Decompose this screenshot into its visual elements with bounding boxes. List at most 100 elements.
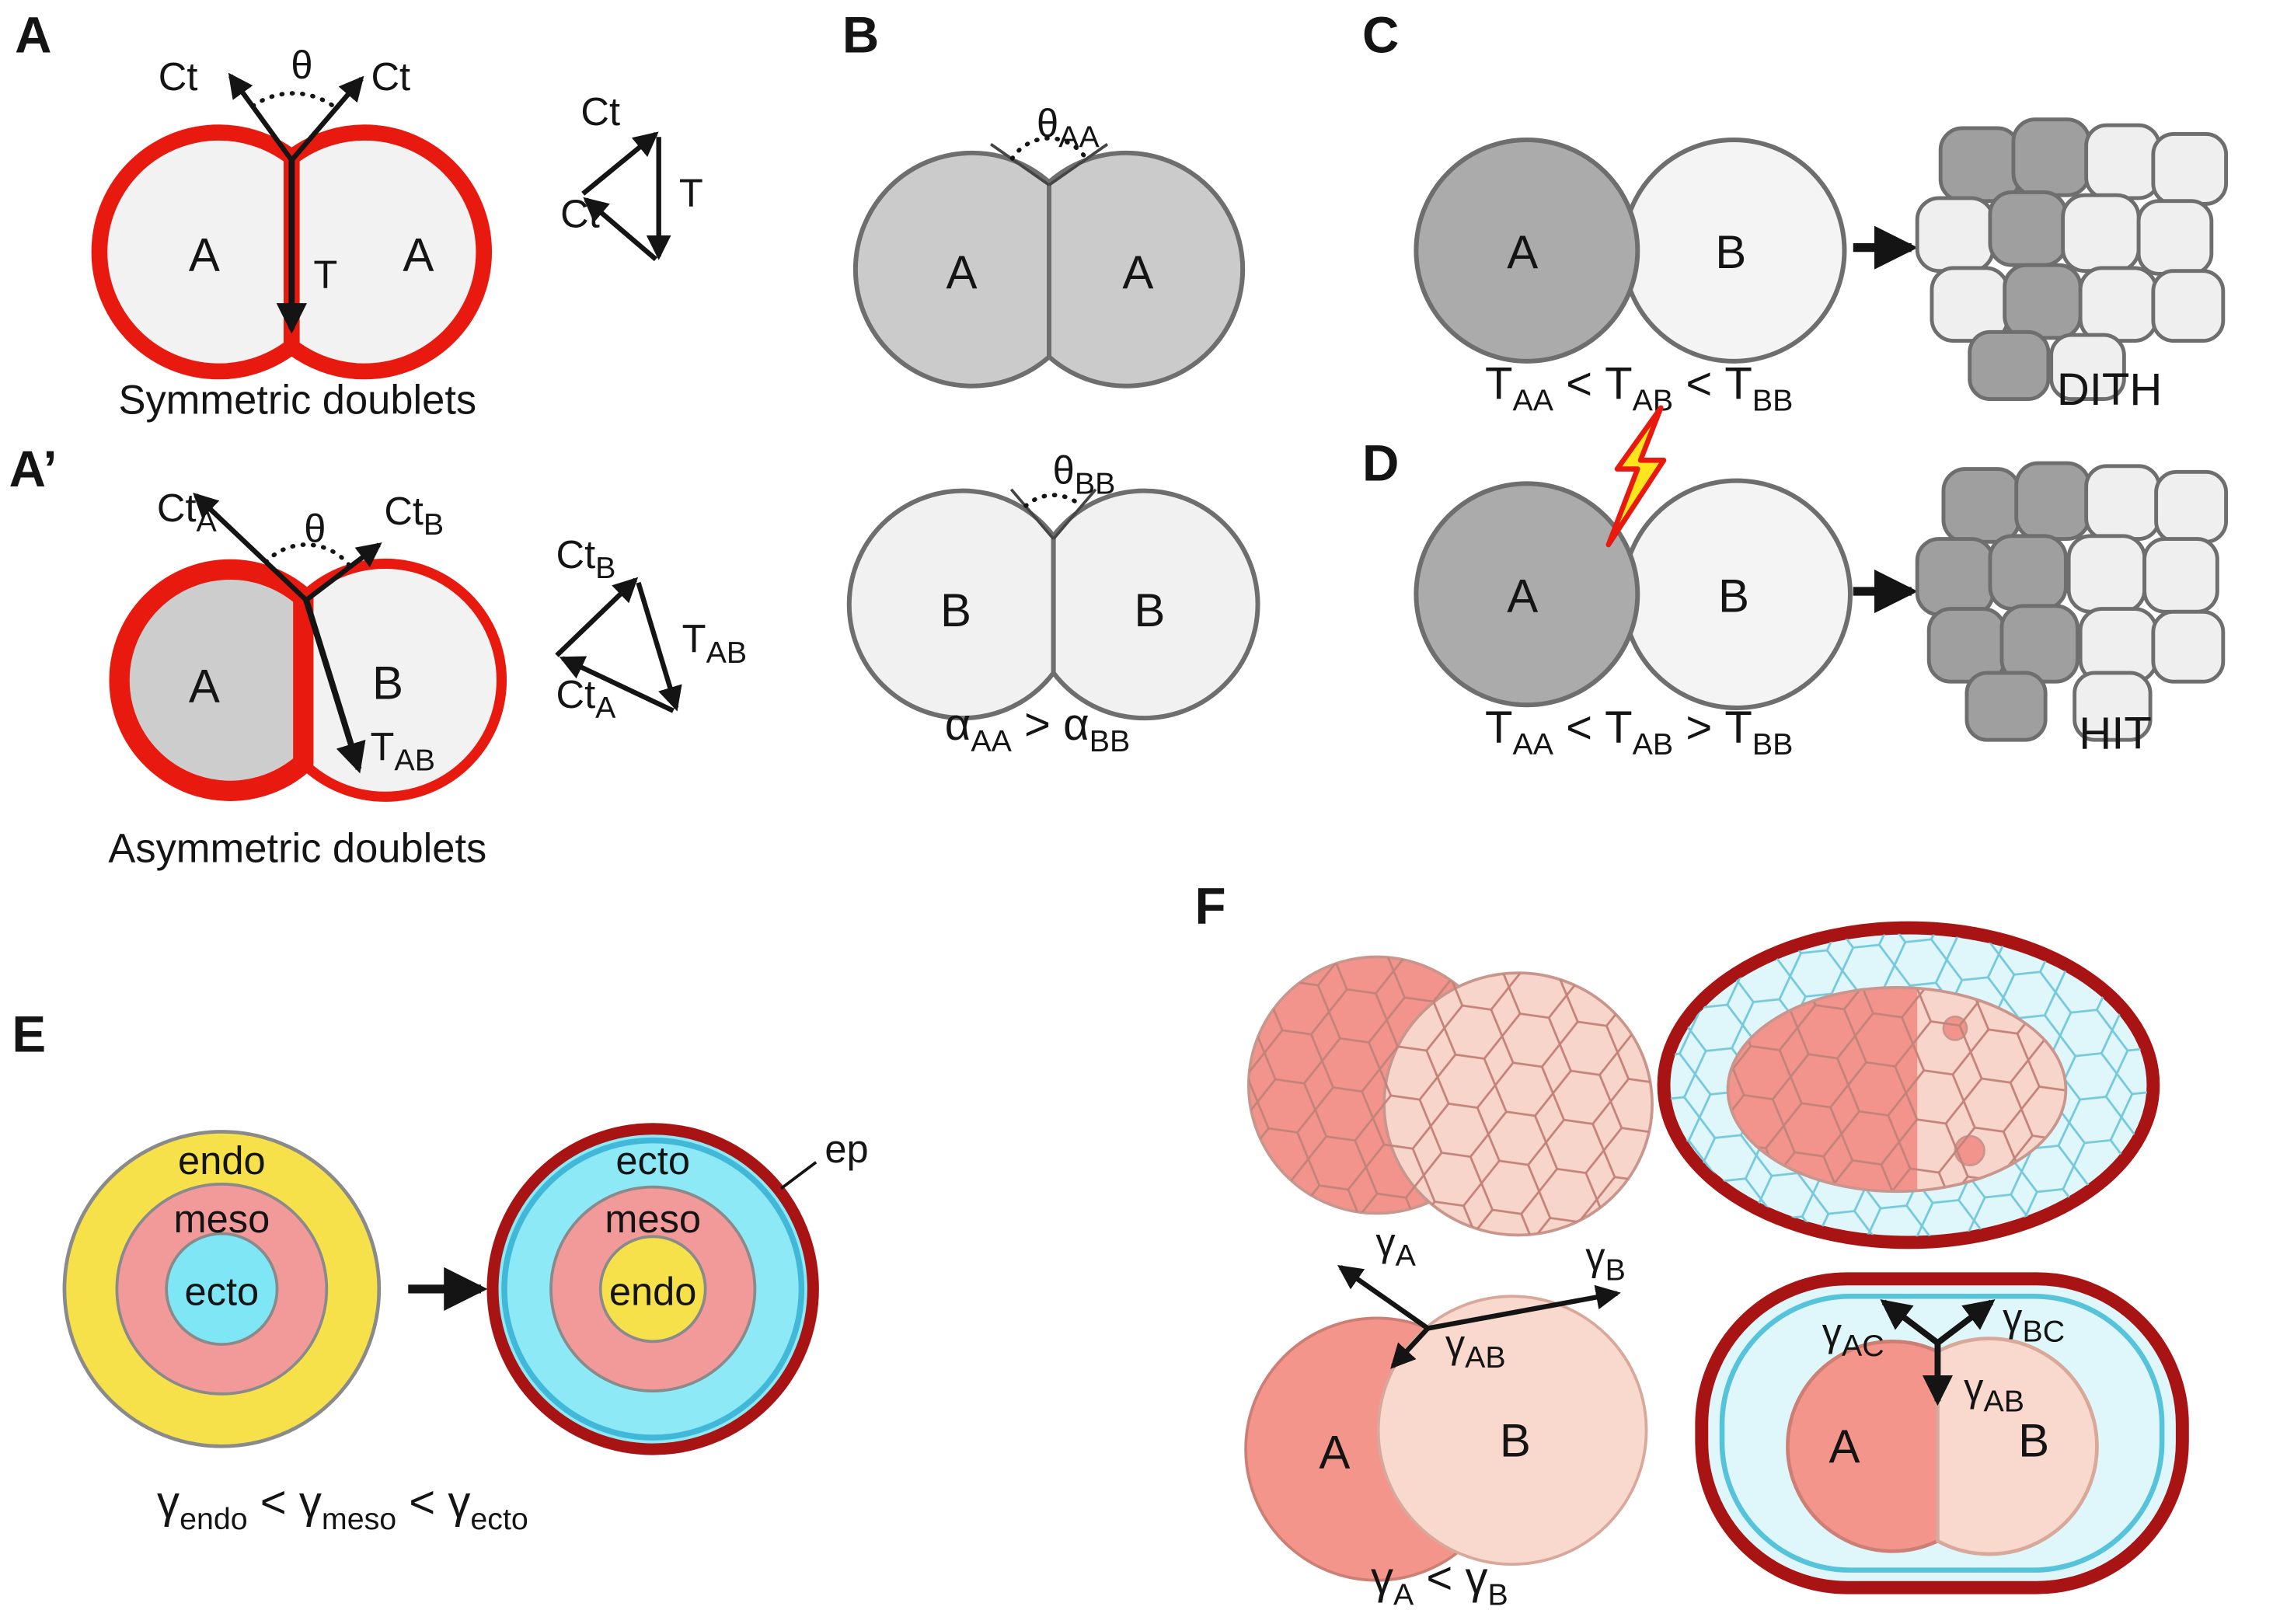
cell-a-label-asym: A	[189, 660, 220, 712]
triangle-t-ab-arrow	[636, 581, 682, 712]
tissue-cell-dark	[1915, 537, 1996, 617]
panel-a-prime: A’ CtA θ CtB TAB A B Asymmetric doublets…	[9, 441, 747, 872]
capsule-cell-a	[1786, 1340, 1940, 1553]
tissue-cluster-dith	[1915, 117, 2229, 402]
gamma-ac-arrow	[1880, 1299, 1940, 1346]
tissue-cell-light	[2084, 464, 2161, 541]
endo-label-after: endo	[609, 1269, 697, 1313]
tension-inequality-dith: TAA < TAB < TBB	[1485, 359, 1793, 418]
gamma-b-label: γB	[1585, 1235, 1626, 1288]
panel-f: F γA γB	[1194, 877, 2189, 1612]
tissue-cell-light	[1930, 266, 2010, 343]
ecto-inner-line	[501, 1137, 805, 1441]
tissue-cell-dark	[2014, 461, 2091, 541]
cell-aa-right-label: A	[1122, 246, 1153, 298]
tension-label: T	[313, 253, 337, 297]
tissue-cell-dark	[1968, 329, 2051, 402]
endo-label: endo	[178, 1138, 266, 1183]
germ-layers-after: ecto meso endo ep	[486, 1123, 869, 1455]
result-label-dith: DITH	[2057, 364, 2163, 415]
triangle-ct-b-arrow	[555, 577, 639, 657]
tissue-cell-light	[2154, 469, 2229, 544]
tangent-bb-left	[1009, 488, 1055, 540]
panel-d: D A B TAA < TAB > TBB HIT	[1362, 405, 2229, 761]
doublet-in-capsule: γAC γBC γAB A B	[1695, 1272, 2189, 1594]
ep-pointer-line	[780, 1161, 818, 1190]
tissue-cell-light	[2061, 193, 2141, 274]
gamma-ab-label: γAB	[1445, 1322, 1506, 1375]
inner-mass-outline	[1726, 985, 2068, 1194]
cell-b-blob-label: B	[1500, 1414, 1531, 1466]
aggregate-enveloped	[1657, 921, 2160, 1249]
cell-a-left	[91, 124, 300, 380]
inner-cell-texture	[1727, 987, 2066, 1192]
tissue-cell-dark	[1941, 467, 2021, 544]
gamma-inequality-ab: γA < γB	[1371, 1553, 1508, 1612]
cell-a-circle-hit	[1414, 481, 1640, 708]
tissue-cell-dark	[1988, 534, 2068, 611]
force-triangle-asymmetric: CtB TAB CtA	[555, 532, 747, 725]
gamma-ab-capsule-label: γAB	[1964, 1365, 2024, 1418]
triangle-t-ab-label: TAB	[682, 617, 747, 670]
tissue-cell-light	[2049, 333, 2126, 402]
capsule-inner-line	[1719, 1293, 2165, 1573]
ct-b-arrow	[305, 542, 382, 602]
tissue-cluster-hit	[1915, 461, 2229, 742]
endo-core-after	[598, 1235, 707, 1343]
tissue-cell-light	[2078, 266, 2159, 343]
panel-a-prime-caption: Asymmetric doublets	[108, 826, 486, 872]
gamma-inequality-layers: γendo < γmeso < γecto	[157, 1477, 528, 1536]
cell-a-left-dark	[109, 559, 314, 801]
theta-label-asym: θ	[304, 506, 326, 550]
ct-a-arrow	[193, 493, 309, 602]
theta-aa-label: θAA	[1037, 101, 1100, 154]
cell-bb-left-label: B	[940, 584, 971, 636]
ecto-core	[165, 1232, 279, 1346]
triangle-ct-a-arrow	[559, 656, 675, 713]
tissue-cell-light	[2151, 269, 2226, 343]
gamma-a-arrow	[1337, 1265, 1430, 1331]
cell-bb-right	[1051, 488, 1260, 721]
gamma-bc-label: γBC	[2003, 1295, 2065, 1348]
tension-inequality-hit: TAA < TAB > TBB	[1485, 702, 1793, 761]
cell-b-label-asym: B	[372, 657, 403, 709]
tissue-cell-light	[1915, 196, 1996, 274]
germ-layers-before: endo meso ecto	[62, 1130, 382, 1448]
aggregate-cell-texture	[1248, 957, 1653, 1235]
triangle-ct-side-label: Ct	[560, 191, 600, 235]
theta-arc-asym	[263, 542, 353, 569]
panel-a-caption: Symmetric doublets	[118, 377, 476, 423]
force-triangle-symmetric: Ct Ct T	[560, 89, 703, 262]
tissue-cell-dark	[1926, 607, 2007, 684]
panel-d-letter: D	[1362, 435, 1399, 492]
panel-f-letter: F	[1194, 877, 1225, 934]
tissue-cell-dark	[1999, 604, 2080, 684]
cell-bb-left	[846, 488, 1056, 721]
theta-arc	[250, 91, 339, 110]
ct-a-label: CtA	[157, 486, 218, 538]
tissue-cell-dark	[1964, 671, 2048, 742]
tissue-cell-light	[2136, 199, 2214, 276]
panel-a-letter: A	[15, 6, 51, 63]
tissue-cell-light	[2066, 534, 2147, 614]
tangent-bb-right	[1052, 488, 1097, 540]
triangle-t-label: T	[679, 171, 703, 215]
panel-b-letter: B	[842, 6, 879, 63]
tissue-cell-light	[2151, 609, 2226, 684]
triangle-ct-side-arrow	[583, 197, 658, 262]
result-label-hit: HIT	[2079, 708, 2152, 758]
cell-b-label-hit: B	[1718, 570, 1749, 622]
aggregate-unsorted	[1246, 955, 1654, 1237]
triangle-ct-top-label: Ct	[580, 89, 620, 134]
cell-a-label: A	[1507, 226, 1538, 278]
cell-aa-right	[1047, 150, 1246, 389]
panel-b: B θAA A A θBB B B αAA > αBB	[842, 6, 1260, 758]
cell-aa-left-label: A	[947, 246, 978, 298]
cell-a-circle	[1414, 137, 1640, 364]
triangle-ct-a-label: CtA	[556, 672, 617, 725]
cell-bb-right-label: B	[1134, 584, 1165, 636]
cell-aa-left	[852, 150, 1052, 389]
inner-mass-populations	[1727, 987, 2066, 1192]
theta-aa-arc	[1009, 136, 1089, 161]
ct-b-label: CtB	[384, 489, 444, 542]
